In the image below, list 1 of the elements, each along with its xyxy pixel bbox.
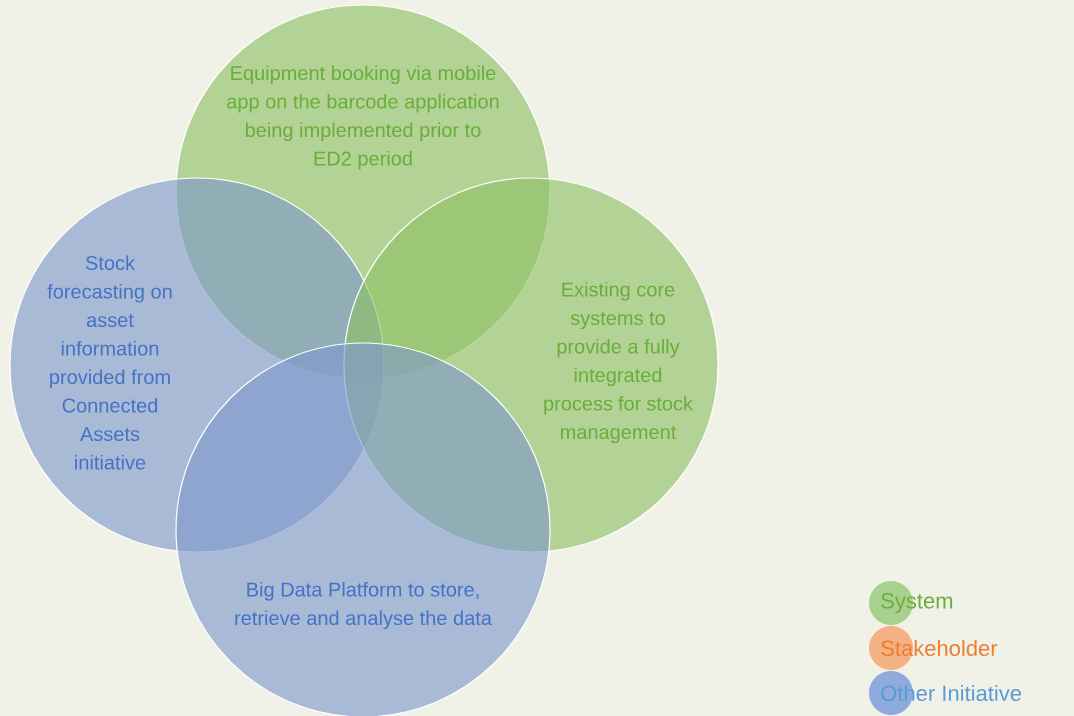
legend-text: System [881,593,953,613]
